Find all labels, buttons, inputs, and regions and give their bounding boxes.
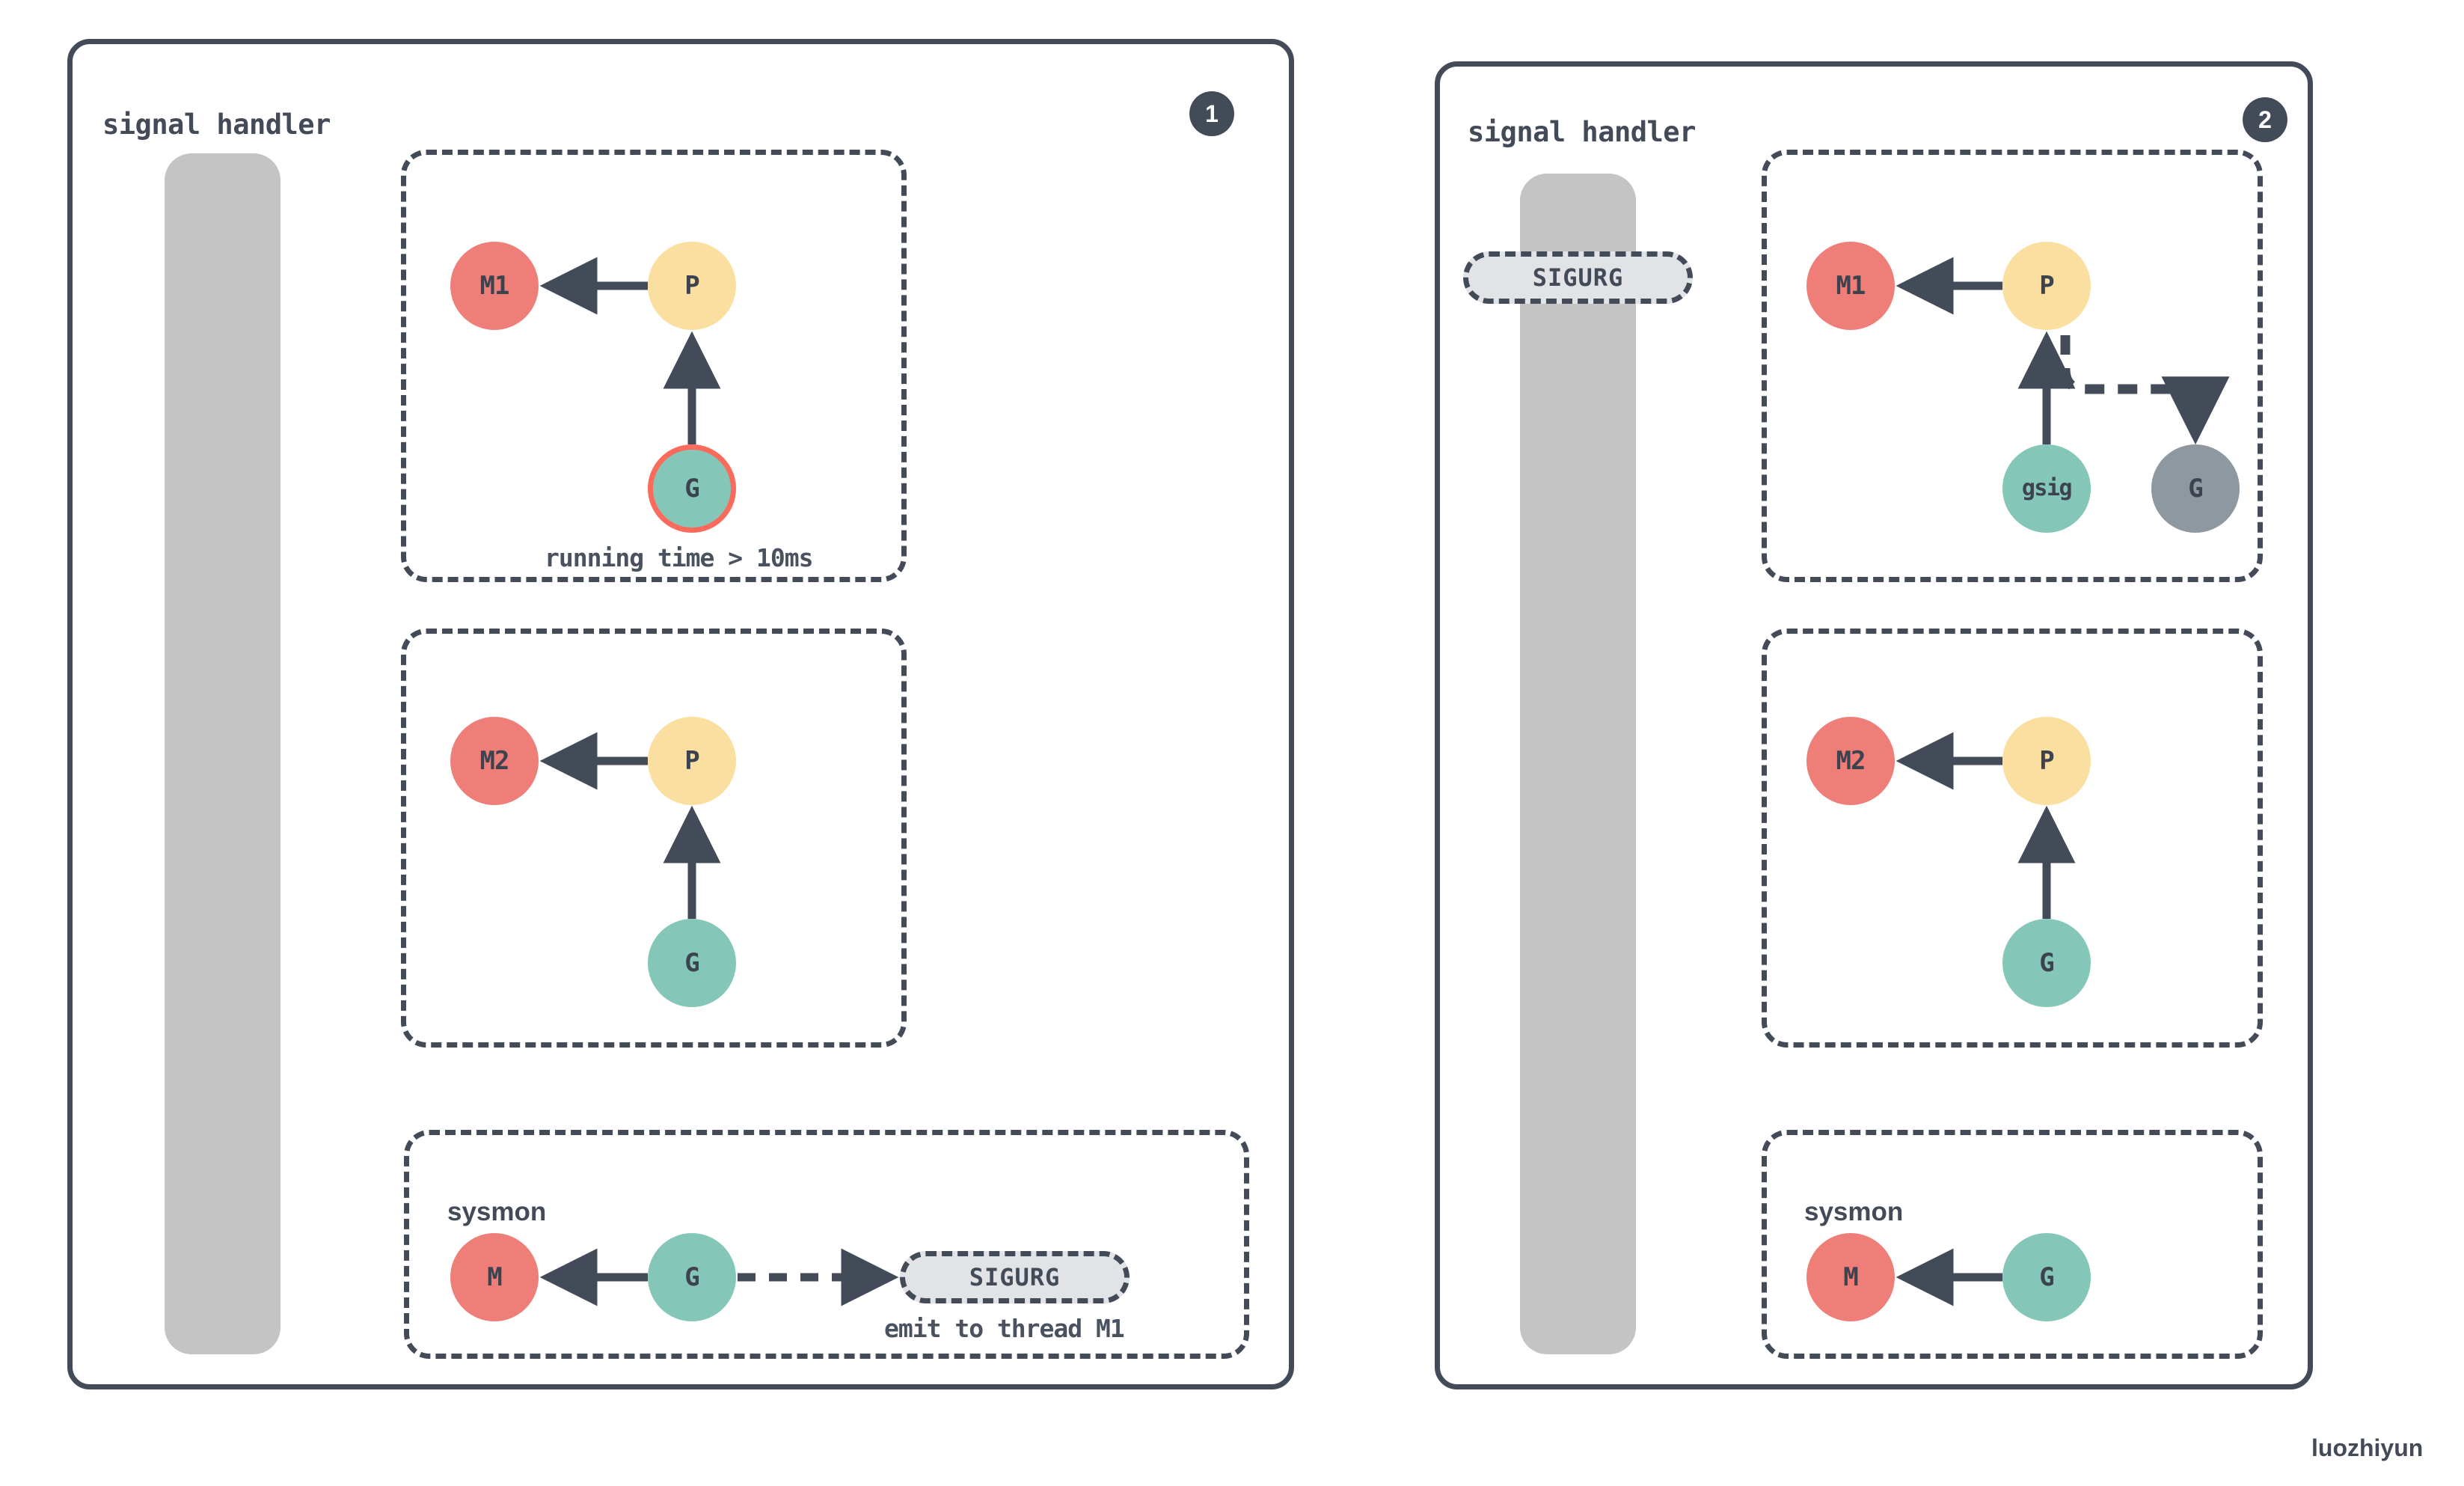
watermark: luozhiyun <box>2311 1434 2424 1461</box>
signal-pill-p1-sigurg: SIGURG <box>900 1251 1130 1303</box>
label-p2-sysmon: sysmon <box>1804 1197 1904 1226</box>
node-p1-mid-g: G <box>648 919 736 1007</box>
node-p2-mid-p: P <box>2002 717 2091 805</box>
node-p1-top-m1: M1 <box>450 242 539 330</box>
panel-2-badge: 2 <box>2243 97 2287 142</box>
node-p1-sysmon-g: G <box>648 1233 736 1321</box>
node-p2-top-p: P <box>2002 242 2091 330</box>
group-p2-middle <box>1762 629 2263 1048</box>
node-p1-sysmon-m: M <box>450 1233 539 1321</box>
group-p1-sysmon <box>404 1130 1249 1359</box>
panel-1-title: signal handler <box>102 108 331 141</box>
node-p1-mid-m2: M2 <box>450 717 539 805</box>
panel-1-badge: 1 <box>1189 91 1234 136</box>
group-p1-top <box>401 150 907 582</box>
node-p2-top-m1: M1 <box>1806 242 1895 330</box>
panel-1-handler-bar <box>165 153 281 1354</box>
node-p2-mid-m2: M2 <box>1806 717 1895 805</box>
panel-2-handler-bar <box>1520 174 1636 1354</box>
node-p2-sysmon-m: M <box>1806 1233 1895 1321</box>
group-p2-sysmon <box>1762 1130 2263 1359</box>
node-p1-top-p: P <box>648 242 736 330</box>
node-p2-mid-g: G <box>2002 919 2091 1007</box>
node-p1-top-g: G <box>648 444 736 533</box>
group-p1-middle <box>401 629 907 1048</box>
caption-p1-sysmon: emit to thread M1 <box>884 1314 1125 1343</box>
node-p2-top-g: G <box>2151 444 2240 533</box>
group-p2-top <box>1762 150 2263 582</box>
node-p1-mid-p: P <box>648 717 736 805</box>
signal-pill-p2-sigurg: SIGURG <box>1463 251 1693 304</box>
panel-2-title: signal handler <box>1468 116 1696 148</box>
node-p2-sysmon-g: G <box>2002 1233 2091 1321</box>
caption-p1-top: running time > 10ms <box>545 543 813 572</box>
node-p2-top-gsig: gsig <box>2002 444 2091 533</box>
label-p1-sysmon: sysmon <box>447 1197 547 1226</box>
